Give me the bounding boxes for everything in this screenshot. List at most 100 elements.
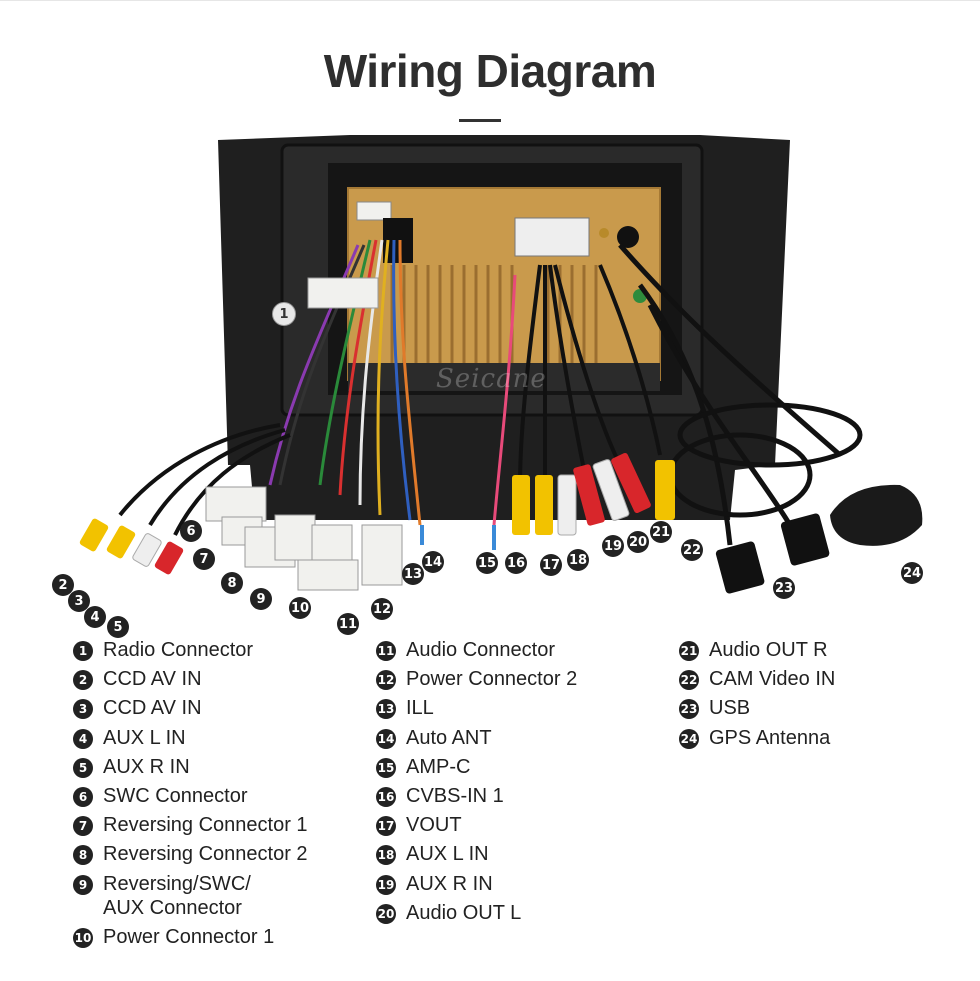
callout-10: 10: [289, 597, 311, 619]
callout-2: 2: [52, 574, 74, 596]
legend-label: Reversing Connector 2: [103, 843, 308, 866]
page-title: Wiring Diagram: [323, 45, 657, 97]
legend-item-13: 13 ILL: [376, 696, 577, 725]
callout-15: 15: [476, 552, 498, 574]
legend-label: AUX R IN: [406, 872, 493, 895]
legend-label: Reversing/SWC/ AUX Connector: [103, 872, 251, 919]
legend-item-23: 23 USB: [679, 696, 835, 725]
callout-19: 19: [602, 535, 624, 557]
legend-item-3: 3 CCD AV IN: [73, 696, 308, 725]
legend-number: 1: [73, 641, 93, 661]
legend-item-14: 14 Auto ANT: [376, 726, 577, 755]
legend-item-2: 2 CCD AV IN: [73, 667, 308, 696]
usb-plugs: [715, 513, 830, 594]
callout-1: 1: [272, 302, 296, 326]
callout-14: 14: [422, 551, 444, 573]
callout-7: 7: [193, 548, 215, 570]
legend-label: AUX L IN: [103, 726, 186, 749]
middle-rca-plugs: [512, 452, 675, 536]
legend-number: 23: [679, 699, 699, 720]
legend-label: GPS Antenna: [709, 726, 831, 749]
legend-number: 14: [376, 728, 396, 749]
legend-item-18: 18 AUX L IN: [376, 842, 577, 871]
callout-9: 9: [250, 588, 272, 610]
callout-16: 16: [505, 552, 527, 574]
legend-item-24: 24 GPS Antenna: [679, 726, 835, 755]
board-socket-mid: [514, 217, 590, 257]
legend-number: 8: [73, 845, 93, 866]
legend-item-9: 9 Reversing/SWC/ AUX Connector: [73, 872, 308, 925]
legend-label: Radio Connector: [103, 639, 254, 661]
legend-number: 10: [73, 927, 93, 948]
legend-label: AMP-C: [406, 755, 471, 778]
title-underline: [459, 119, 501, 122]
legend-item-4: 4 AUX L IN: [73, 726, 308, 755]
legend-label: Audio OUT R: [709, 639, 828, 661]
callout-13: 13: [402, 563, 424, 585]
legend-label: CAM Video IN: [709, 668, 836, 691]
board-bottom-strip: [348, 363, 660, 391]
legend-label: Power Connector 1: [103, 925, 275, 948]
legend-number: 13: [376, 699, 396, 720]
legend-number: 11: [376, 641, 396, 661]
legend-item-10: 10 Power Connector 1: [73, 925, 308, 954]
callout-8: 8: [221, 572, 243, 594]
callout-21: 21: [650, 521, 672, 543]
callout-11: 11: [337, 613, 359, 635]
board-socket-left: [356, 201, 392, 221]
top-divider: [0, 0, 980, 1]
harness-connectors: [205, 277, 403, 591]
callout-12: 12: [371, 598, 393, 620]
legend-label: CCD AV IN: [103, 668, 202, 691]
legend-item-15: 15 AMP-C: [376, 755, 577, 784]
callout-5: 5: [107, 616, 129, 638]
callout-18: 18: [567, 549, 589, 571]
legend-item-21: 21 Audio OUT R: [679, 638, 835, 667]
callout-17: 17: [540, 554, 562, 576]
legend-column-3: 21 Audio OUT R 22 CAM Video IN 23 USB 24 GPS…: [679, 638, 835, 755]
legend-number: 3: [73, 699, 93, 720]
gps-socket: [599, 228, 609, 238]
legend-number: 18: [376, 845, 396, 866]
legend-number: 2: [73, 670, 93, 691]
legend-number: 21: [679, 641, 699, 661]
legend-label: ILL: [406, 697, 434, 720]
legend-number: 24: [679, 728, 699, 749]
callout-23: 23: [773, 577, 795, 599]
legend-label: Reversing Connector 1: [103, 814, 308, 837]
legend-label: CCD AV IN: [103, 697, 202, 720]
watermark: Seicane: [436, 364, 547, 394]
legend-number: 15: [376, 757, 396, 778]
callout-24: 24: [901, 562, 923, 584]
callout-6: 6: [180, 520, 202, 542]
legend-number: 16: [376, 786, 396, 807]
legend-number: 9: [73, 874, 93, 895]
legend-number: 4: [73, 728, 93, 749]
legend-item-22: 22 CAM Video IN: [679, 667, 835, 696]
legend-label: Auto ANT: [406, 726, 492, 749]
legend-number: 22: [679, 670, 699, 691]
legend-label: CVBS-IN 1: [406, 784, 504, 807]
legend-label: AUX R IN: [103, 755, 190, 778]
legend-number: 17: [376, 816, 396, 837]
wiring-diagram-illustration: [79, 135, 923, 594]
legend-item-8: 8 Reversing Connector 2: [73, 842, 308, 871]
callout-20: 20: [627, 531, 649, 553]
gps-antenna-puck: [830, 484, 923, 546]
left-rca-plugs: [79, 518, 184, 575]
callout-3: 3: [68, 590, 90, 612]
legend-label: USB: [709, 697, 751, 720]
legend-label: AUX L IN: [406, 843, 489, 866]
callout-4: 4: [84, 606, 106, 628]
legend-label: Audio Connector: [406, 639, 555, 661]
callout-22: 22: [681, 539, 703, 561]
